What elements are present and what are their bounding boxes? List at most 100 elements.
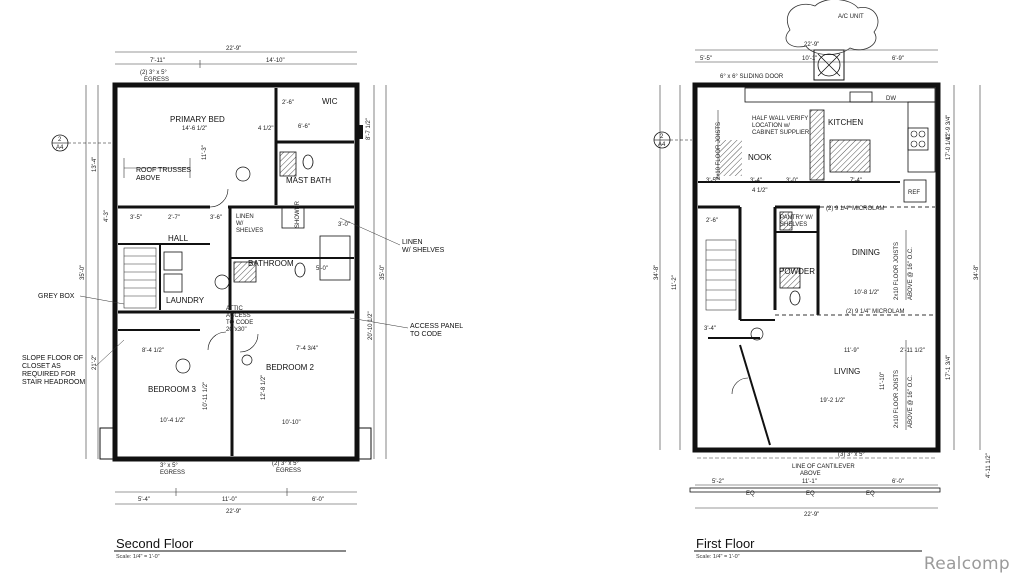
- dim-overall-top: 22'-9": [804, 42, 819, 48]
- note-access-panel-1: ACCESS PANEL: [410, 323, 463, 330]
- second-floor-exterior-wall: [112, 82, 360, 462]
- dim-misc-8: 7'-4 3/4": [296, 346, 318, 352]
- dim-right-depth: 35'-0": [380, 265, 386, 280]
- watermark: Realcomp: [923, 554, 1010, 574]
- note-attic-2: ACCESS: [226, 313, 251, 319]
- dim-bottom-right: 6'-0": [312, 497, 324, 503]
- first-floor-porch: [689, 487, 941, 493]
- dim-bottom-left: 5'-2": [712, 479, 724, 485]
- dim-bedroom2-w: 10'-10": [282, 420, 301, 426]
- note-egress-top-2: EGRESS: [144, 77, 169, 83]
- note-joists-3: 2x10 FLOOR JOISTS: [894, 370, 900, 428]
- room-nook: NOOK: [748, 153, 772, 162]
- dim-misc-6: 3'-0": [338, 222, 350, 228]
- dim-misc-5: 3'-6": [210, 215, 222, 221]
- note-ac-unit: A/C UNIT: [838, 14, 864, 20]
- dim-bedroom3-d: 10'-11 1/2": [203, 382, 209, 410]
- note-egress-top-1: (2) 3° x 5°: [140, 70, 167, 76]
- note-front-window: (3) 3° x 5°: [838, 452, 865, 458]
- room-bedroom-2: BEDROOM 2: [266, 363, 315, 372]
- note-linen-1: LINEN: [402, 239, 423, 246]
- note-egress-b2-1: (2) 3° x 5°: [272, 461, 299, 467]
- kitchen-counter-top: [744, 87, 936, 103]
- dim-misc-10: 4'-11 1/2": [986, 453, 992, 478]
- smoke-detector-icon: [750, 327, 764, 341]
- note-slope-2: CLOSET AS: [22, 363, 61, 370]
- note-cantilever-1: LINE OF CANTILEVER: [792, 464, 855, 470]
- room-ref: REF: [908, 190, 920, 196]
- tub: [319, 235, 351, 281]
- powder-vanity: [779, 267, 801, 289]
- dim-left-depth: 35'-0": [80, 265, 86, 280]
- note-attic-4: 20"x30": [226, 327, 247, 333]
- room-hall: HALL: [168, 234, 189, 243]
- room-bedroom-3: BEDROOM 3: [148, 385, 197, 394]
- dim-top-0: 5'-5": [700, 56, 712, 62]
- dim-misc-13: 11'-3": [202, 145, 208, 160]
- dim-living-w: 11'-9": [844, 348, 859, 354]
- toilet-mast: [302, 154, 314, 170]
- dim-living-w2: 19'-2 1/2": [820, 398, 845, 404]
- note-eq-3: EQ: [866, 491, 875, 497]
- smoke-detector-icon: [235, 166, 251, 182]
- dim-misc-3: 3'-5": [130, 215, 142, 221]
- section-tag-first: 2 A4: [653, 131, 692, 149]
- dim-primary-bed-w: 14'-6 1/2": [182, 126, 207, 132]
- vanity-bath: [233, 261, 257, 283]
- smoke-detector-icon: [214, 274, 230, 290]
- note-half-wall-3: CABINET SUPPLIER: [752, 130, 810, 136]
- first-floor-stairs: [705, 239, 737, 311]
- dim-misc-2: 6'-6": [298, 124, 310, 130]
- dim-misc-2: 3'-0": [786, 178, 798, 184]
- dim-misc-10: 13'-4": [92, 157, 98, 172]
- note-grey-box: GREY BOX: [38, 293, 75, 300]
- note-attic-1: ATTIC: [226, 306, 244, 312]
- dim-misc-4: 2'-7": [168, 215, 180, 221]
- kitchen-island: [829, 139, 871, 173]
- note-joists-2: ABOVE @ 16" O.C.: [908, 247, 914, 300]
- section-num: 2: [58, 137, 62, 143]
- first-floor-scale: Scale: 1/4" = 1'-0": [696, 554, 740, 560]
- note-sliding-door: 6° x 6° SLIDING DOOR: [720, 74, 784, 80]
- note-joists-5: 2x10 FLOOR JOISTS: [716, 122, 722, 180]
- dim-top-left: 7'-11": [150, 58, 165, 64]
- dim-misc-14: 20'-10 1/2": [368, 311, 374, 340]
- note-egress-b3-1: 3° x 5°: [160, 463, 178, 469]
- dim-misc-11: 2'-11 1/2": [900, 348, 925, 354]
- note-joists-1: 2x10 FLOOR JOISTS: [894, 242, 900, 300]
- dim-bottom-right: 6'-0": [892, 479, 904, 485]
- dim-top-right: 14'-10": [266, 58, 285, 64]
- note-egress-b2-2: EGRESS: [276, 468, 301, 474]
- note-linen-closet-1: LINEN: [236, 214, 254, 220]
- note-half-wall-1: HALF WALL VERIFY: [752, 116, 808, 122]
- dim-misc-3: 4 1/2": [752, 188, 767, 194]
- room-living: LIVING: [834, 367, 860, 376]
- note-access-panel-2: TO CODE: [410, 331, 442, 338]
- vanity-mast: [279, 151, 297, 177]
- note-eq-1: EQ: [746, 491, 755, 497]
- note-linen-closet-2: W/: [236, 221, 244, 227]
- room-pantry-1: PANTRY W/: [780, 215, 813, 221]
- dim-bottom-mid: 11'-1": [802, 479, 817, 485]
- room-mast-bath: MAST BATH: [286, 176, 331, 185]
- first-floor-title: First Floor: [696, 536, 755, 551]
- dim-bottom-left: 5'-4": [138, 497, 150, 503]
- note-joists-4: ABOVE @ 16" O.C.: [908, 375, 914, 428]
- dim-misc-5: 3'-4": [704, 326, 716, 332]
- dim-misc-9: 17'-1 3/4": [946, 355, 952, 380]
- room-powder: POWDER: [779, 267, 815, 276]
- second-floor-scale: Scale: 1/4" = 1'-0": [116, 554, 160, 560]
- note-linen-2: W/ SHELVES: [402, 247, 445, 254]
- note-linen-closet-3: SHELVES: [236, 228, 263, 234]
- note-eq-2: EQ: [806, 491, 815, 497]
- pantry-hatch: [779, 211, 793, 231]
- dim-misc-0: 3'-5": [706, 178, 718, 184]
- section-tag-second: 2 A4: [51, 134, 112, 152]
- kitchen-sink: [849, 91, 873, 103]
- note-half-wall-2: LOCATION w/: [752, 123, 790, 129]
- room-dining: DINING: [852, 248, 880, 257]
- note-cantilever-2: ABOVE: [800, 471, 821, 477]
- note-microlam-top: (2) 9 1/4" MICROLAM: [826, 206, 884, 212]
- ac-unit-cloud: [785, 0, 879, 55]
- second-floor-plan: 2 A4 PRIMARY BED WIC MAST BATH HALL BATH…: [22, 46, 463, 560]
